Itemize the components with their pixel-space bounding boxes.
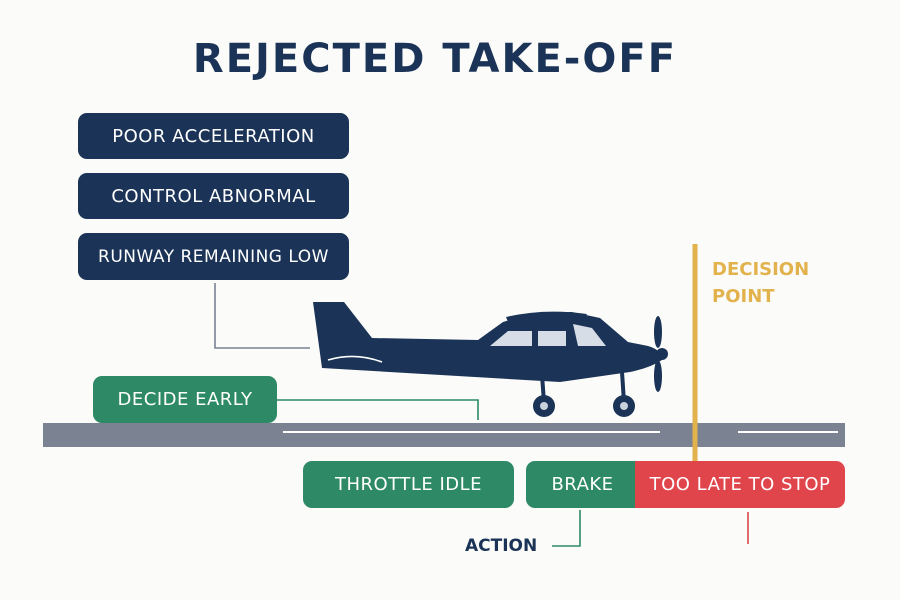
cue-runway-remaining-low: RUNWAY REMAINING LOW [78, 233, 349, 280]
brake-box: BRAKE [526, 461, 639, 508]
decision-point-line2: POINT [712, 286, 775, 307]
decide-early-box: DECIDE EARLY [93, 376, 277, 423]
runway [43, 423, 845, 447]
action-label: ACTION [465, 536, 538, 556]
page-title: REJECTED TAKE-OFF [192, 36, 678, 82]
airplane-icon [313, 302, 662, 417]
cue-connector-line [214, 283, 310, 349]
action-connector-line [552, 510, 581, 547]
cue-poor-acceleration: POOR ACCELERATION [78, 113, 349, 159]
propeller-icon [654, 316, 668, 392]
decide-connector-line [277, 399, 479, 420]
too-late-to-stop-box: TOO LATE TO STOP [635, 461, 845, 508]
decision-point-line1: DECISION [712, 259, 810, 280]
throttle-idle-box: THROTTLE IDLE [303, 461, 514, 508]
cue-control-abnormal: CONTROL ABNORMAL [78, 173, 349, 219]
decision-point-label: DECISION POINT [712, 256, 809, 310]
